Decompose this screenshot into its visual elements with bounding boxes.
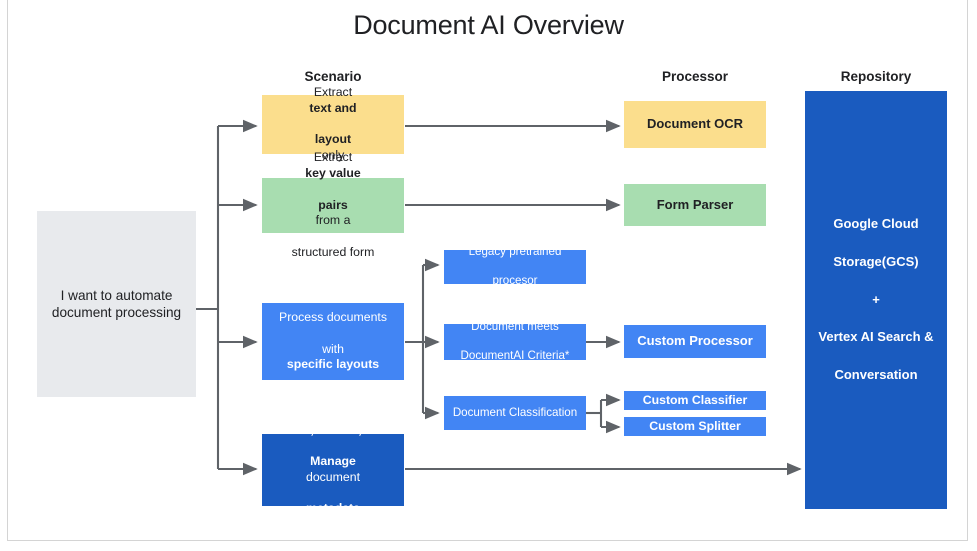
processor-box-document-ocr[interactable]: Document OCR: [624, 101, 766, 148]
branch-label-0-line1: Legacy pretrained: [468, 244, 562, 258]
processor-box-custom-splitter[interactable]: Custom Splitter: [624, 417, 766, 436]
processor-box-custom-classifier[interactable]: Custom Classifier: [624, 391, 766, 410]
processor-label-3: Custom Classifier: [642, 392, 748, 407]
column-header-repository: Repository: [840, 69, 912, 84]
branch-box-legacy-pretrained-processor[interactable]: Legacy pretrained procesor: [444, 245, 586, 287]
repository-line-1: Storage(GCS): [833, 253, 919, 269]
repository-line-4: Conversation: [834, 366, 918, 382]
processor-box-form-parser[interactable]: Form Parser: [624, 184, 766, 226]
branch-box-document-classification[interactable]: Document Classification: [444, 396, 586, 430]
repository-line-0: Google Cloud: [833, 216, 919, 232]
branch-label-1-line2: DocumentAI Criteria*: [460, 349, 570, 363]
processor-label-4: Custom Splitter: [649, 418, 741, 433]
processor-label-0: Document OCR: [646, 116, 744, 132]
column-header-processor: Processor: [661, 69, 729, 84]
input-box-text: I want to automate document processing: [51, 287, 182, 320]
diagram-frame: [7, 0, 968, 541]
processor-box-custom-processor[interactable]: Custom Processor: [624, 325, 766, 358]
repository-box[interactable]: Google Cloud Storage(GCS) + Vertex AI Se…: [805, 91, 947, 509]
branch-label-2-line1: Document Classification: [452, 405, 578, 419]
repository-line-2: +: [872, 291, 880, 307]
processor-label-2: Custom Processor: [637, 333, 753, 349]
branch-label-1-line1: Document meets: [471, 319, 559, 333]
repository-line-3: Vertex AI Search &: [818, 329, 934, 345]
column-header-scenario: Scenario: [304, 69, 362, 84]
branch-label-0-line2: procesor: [492, 274, 538, 288]
input-box: I want to automate document processing: [37, 211, 196, 397]
page-title: Document AI Overview: [353, 10, 624, 40]
processor-label-1: Form Parser: [656, 196, 734, 212]
